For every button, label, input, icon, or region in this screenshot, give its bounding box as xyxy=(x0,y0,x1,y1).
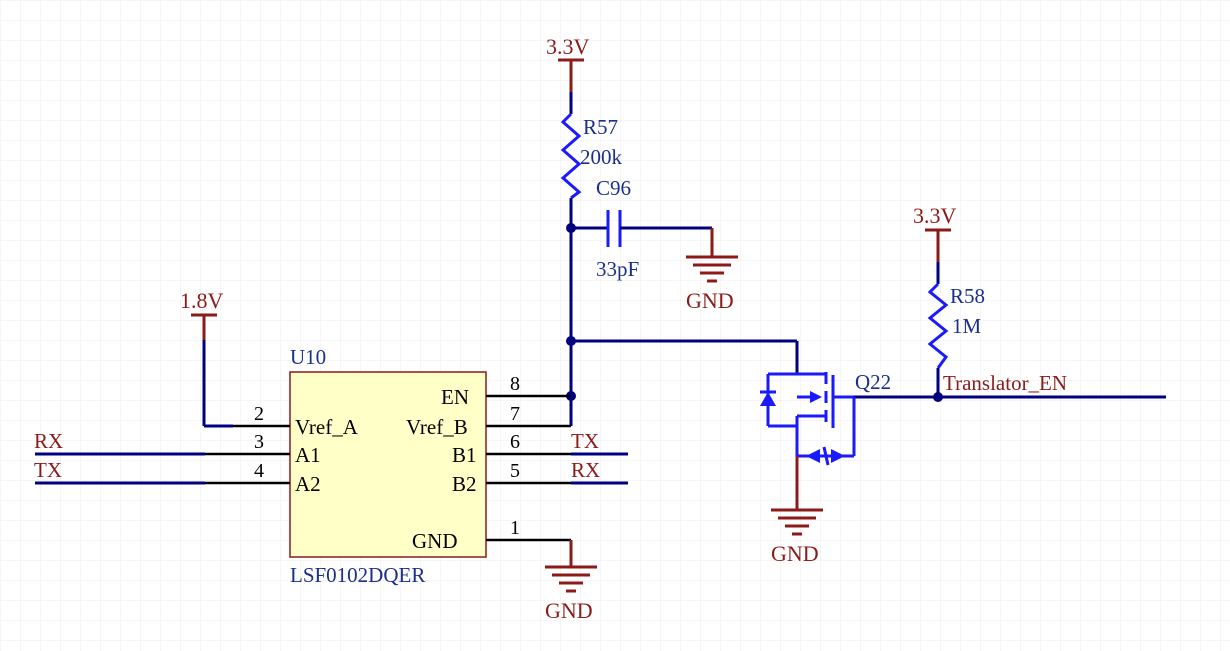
u10-pin-5-name: B2 xyxy=(452,472,477,496)
u10-pin-6-num: 6 xyxy=(510,431,520,453)
u10-pin-2[interactable]: 2 Vref_A xyxy=(233,403,359,439)
u10-pin-2-num: 2 xyxy=(254,403,264,425)
net-label-rx-left[interactable]: RX xyxy=(34,429,63,453)
r57-resistor[interactable]: R57 200k xyxy=(560,112,623,200)
u10-pin-2-name: Vref_A xyxy=(295,415,359,439)
u10-pin-3[interactable]: 3 A1 xyxy=(205,431,321,467)
u10-pin-1-num: 1 xyxy=(510,517,520,539)
u10-pin-6[interactable]: 6 B1 xyxy=(452,431,571,467)
c96-value: 33pF xyxy=(596,257,639,281)
u10-pin-1[interactable]: 1 GND xyxy=(412,517,571,553)
u10-pin-3-name: A1 xyxy=(295,443,321,467)
gnd-symbol-u10: GND xyxy=(545,565,597,623)
u10-pin-4-num: 4 xyxy=(254,460,264,482)
junction-q22-drain xyxy=(566,336,576,346)
u10-pin-4[interactable]: 4 A2 xyxy=(205,460,321,496)
u10-pin-1-name: GND xyxy=(412,529,458,553)
u10-ref: U10 xyxy=(290,345,326,369)
r57-ref: R57 xyxy=(583,115,618,139)
u10-pin-5[interactable]: 5 B2 xyxy=(452,460,571,496)
net-label-rx-right[interactable]: RX xyxy=(571,458,600,482)
q22-body-arrow xyxy=(810,391,822,403)
r57-supply-label: 3.3V xyxy=(546,34,590,59)
u10-pin-8-num: 8 xyxy=(510,373,520,395)
u10-pin-3-num: 3 xyxy=(254,431,264,453)
r57-value: 200k xyxy=(580,145,623,169)
r58-supply-port[interactable]: 3.3V xyxy=(913,203,957,262)
u10-pin-6-name: B1 xyxy=(452,443,477,467)
u10-pin-7-name: Vref_B xyxy=(406,415,468,439)
u10-part: LSF0102DQER xyxy=(290,563,425,587)
u10-pin-8-name: EN xyxy=(441,385,469,409)
junction-enable xyxy=(933,392,943,402)
c96-ref: C96 xyxy=(596,176,631,200)
gnd-symbol-q22: GND xyxy=(771,508,823,566)
gnd-label-c96: GND xyxy=(686,288,734,313)
u10-pin-8[interactable]: 8 EN xyxy=(441,373,571,409)
u10-pin-4-name: A2 xyxy=(295,472,321,496)
gnd-label-u10: GND xyxy=(545,598,593,623)
r58-ref: R58 xyxy=(950,284,985,308)
r58-resistor[interactable]: R58 1M xyxy=(927,282,985,369)
q22-zener-b xyxy=(831,449,845,463)
vref-a-supply-label: 1.8V xyxy=(180,288,224,313)
u10-body xyxy=(289,371,487,558)
net-label-tx-left[interactable]: TX xyxy=(34,458,62,482)
r58-supply-label: 3.3V xyxy=(913,203,957,228)
gnd-label-q22: GND xyxy=(771,541,819,566)
gnd-symbol-c96: GND xyxy=(686,255,738,313)
u10-pin-7-num: 7 xyxy=(510,403,520,425)
junction-c96 xyxy=(566,223,576,233)
r58-value: 1M xyxy=(952,314,982,338)
q22-mosfet[interactable]: Q22 xyxy=(760,370,891,466)
u10-ic[interactable]: U10 LSF0102DQER 2 Vref_A 3 A1 4 A2 8 EN … xyxy=(205,345,571,587)
net-label-tx-right[interactable]: TX xyxy=(571,429,599,453)
net-label-translator-en[interactable]: Translator_EN xyxy=(943,371,1067,395)
q22-ref: Q22 xyxy=(855,370,891,394)
vref-a-supply-port[interactable]: 1.8V xyxy=(180,288,224,340)
u10-pin-5-num: 5 xyxy=(510,460,520,482)
q22-zener-a xyxy=(806,449,820,463)
q22-body-diode xyxy=(760,392,776,406)
r57-supply-port[interactable]: 3.3V xyxy=(546,34,590,92)
u10-pin-7[interactable]: 7 Vref_B xyxy=(406,403,571,439)
